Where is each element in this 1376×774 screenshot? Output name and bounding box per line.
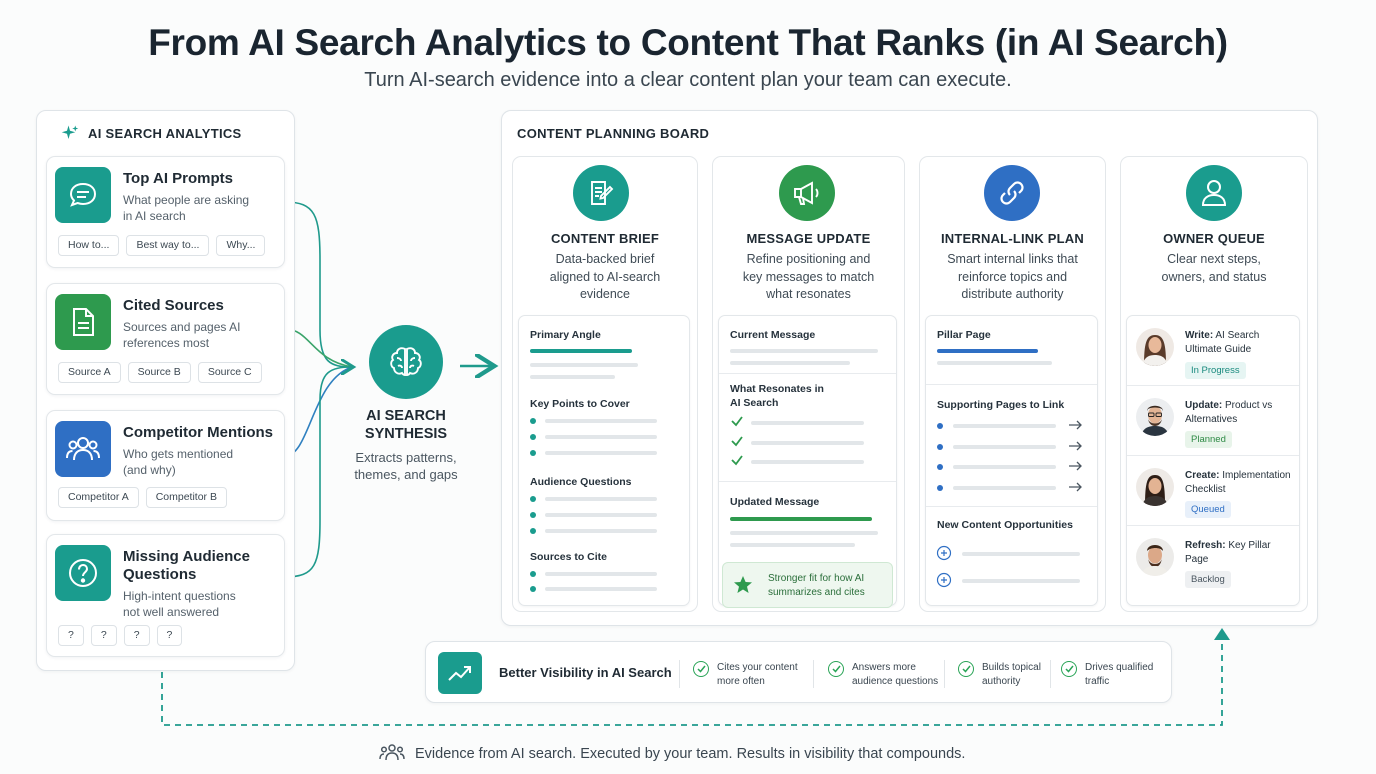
check-circle-icon <box>958 661 974 677</box>
check-circle-icon <box>828 661 844 677</box>
chip[interactable]: Why... <box>216 235 265 256</box>
board-heading: CONTENT PLANNING BOARD <box>517 126 709 141</box>
chip[interactable]: Source B <box>128 362 191 383</box>
arrow-right-icons <box>1068 419 1084 493</box>
chip[interactable]: ? <box>124 625 150 646</box>
edit-document-icon <box>573 165 629 221</box>
avatar <box>1136 468 1174 506</box>
page-subtitle: Turn AI-search evidence into a clear con… <box>0 69 1376 92</box>
megaphone-icon <box>779 165 835 221</box>
column-internal-link-plan[interactable]: INTERNAL-LINK PLAN Smart internal links … <box>919 156 1106 612</box>
check-circle-icon <box>693 661 709 677</box>
brain-icon <box>369 325 443 399</box>
connector-prompts <box>285 202 352 367</box>
column-owner-queue[interactable]: OWNER QUEUE Clear next steps, owners, an… <box>1120 156 1308 612</box>
link-card: Pillar Page Supporting Pages to Link New… <box>925 315 1098 606</box>
sparkle-icon <box>61 124 79 147</box>
chip[interactable]: ? <box>58 625 84 646</box>
trend-up-icon <box>438 652 482 694</box>
star-icon <box>733 575 753 595</box>
chip[interactable]: Source A <box>58 362 121 383</box>
feedback-arrowhead <box>1214 628 1230 640</box>
footer-text: Evidence from AI search. Executed by you… <box>415 746 965 762</box>
outcome-bar: Better Visibility in AI Search Cites you… <box>425 641 1172 703</box>
card-cited-sources[interactable]: Cited Sources Sources and pages AI refer… <box>46 283 285 395</box>
chip[interactable]: ? <box>157 625 183 646</box>
status-badge: Queued <box>1185 501 1231 518</box>
check-icons <box>730 415 744 475</box>
column-message-update[interactable]: MESSAGE UPDATE Refine positioning and ke… <box>712 156 905 612</box>
team-icon <box>379 743 405 765</box>
avatar <box>1136 328 1174 366</box>
chat-bubble-icon <box>55 167 111 223</box>
synthesis-desc: Extracts patterns, themes, and gaps <box>330 449 482 483</box>
card-top-ai-prompts[interactable]: Top AI Prompts What people are asking in… <box>46 156 285 268</box>
chip[interactable]: Competitor A <box>58 487 139 508</box>
person-icon <box>1186 165 1242 221</box>
outcome-title: Better Visibility in AI Search <box>499 665 672 680</box>
page-title: From AI Search Analytics to Content That… <box>0 22 1376 64</box>
content-planning-board: CONTENT PLANNING BOARD CONTENT BRIEF Dat… <box>501 110 1318 626</box>
chip[interactable]: Source C <box>198 362 262 383</box>
analytics-panel: AI SEARCH ANALYTICS Top AI Prompts What … <box>36 110 295 671</box>
status-badge: Backlog <box>1185 571 1231 588</box>
synthesis-title: AI SEARCH SYNTHESIS <box>330 407 482 443</box>
resonance-note: Stronger fit for how AI summarizes and c… <box>722 562 893 608</box>
brief-card: Primary Angle Key Points to Cover Audien… <box>518 315 690 606</box>
avatar <box>1136 398 1174 436</box>
document-icon <box>55 294 111 350</box>
chip[interactable]: Best way to... <box>126 235 209 256</box>
status-badge: Planned <box>1185 431 1232 448</box>
footer: Evidence from AI search. Executed by you… <box>379 743 965 765</box>
avatar <box>1136 538 1174 576</box>
column-content-brief[interactable]: CONTENT BRIEF Data-backed brief aligned … <box>512 156 698 612</box>
people-icon <box>55 421 111 477</box>
plus-circle-icons <box>936 545 954 591</box>
card-missing-audience-questions[interactable]: Missing Audience Questions High-intent q… <box>46 534 285 657</box>
connector-sources <box>285 329 352 367</box>
chip[interactable]: How to... <box>58 235 119 256</box>
chip[interactable]: Competitor B <box>146 487 227 508</box>
link-icon <box>984 165 1040 221</box>
message-card: Current Message What Resonates in AI Sea… <box>718 315 897 606</box>
question-icon <box>55 545 111 601</box>
chip[interactable]: ? <box>91 625 117 646</box>
analytics-heading: AI SEARCH ANALYTICS <box>88 126 242 141</box>
check-circle-icon <box>1061 661 1077 677</box>
status-badge: In Progress <box>1185 362 1246 379</box>
card-competitor-mentions[interactable]: Competitor Mentions Who gets mentioned (… <box>46 410 285 521</box>
